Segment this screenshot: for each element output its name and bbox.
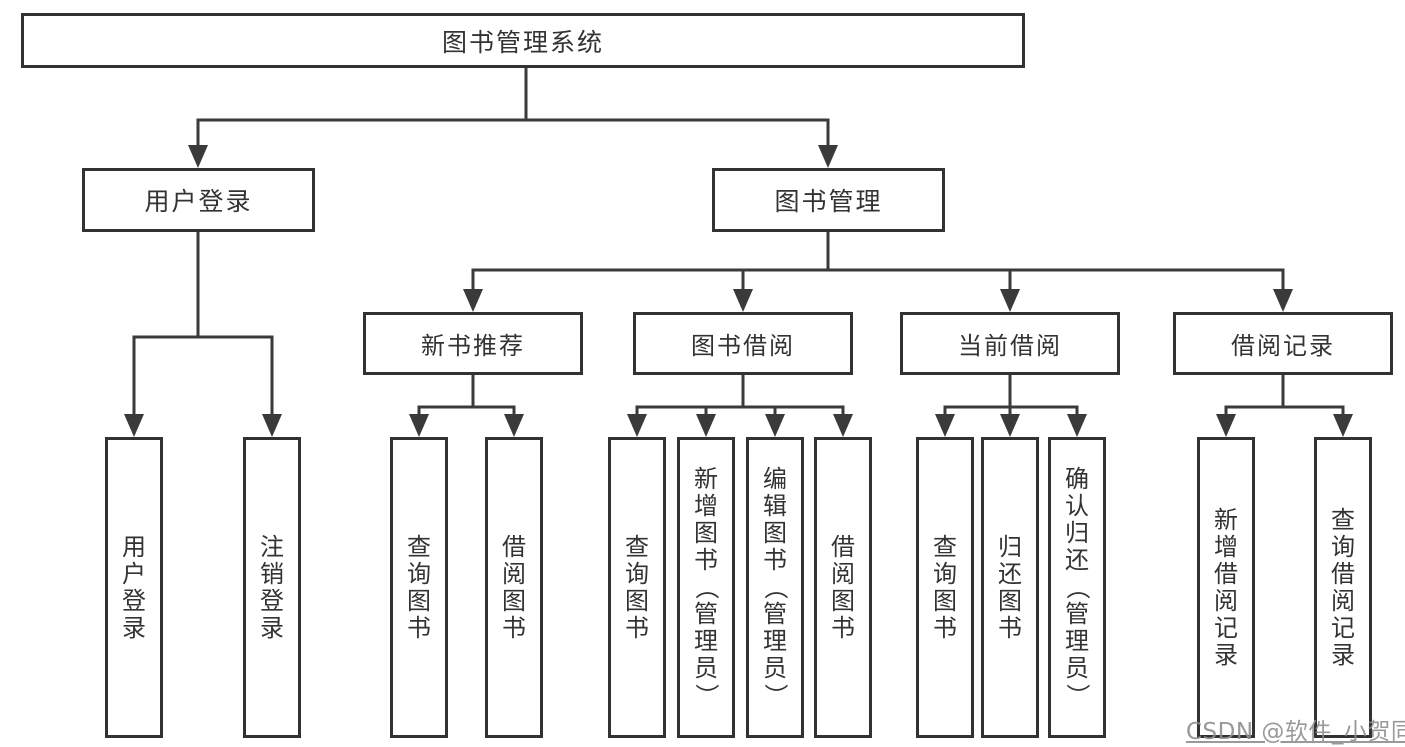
leaf-user-login: 用户登录 [105,437,163,738]
node-label: 借阅图书 [502,532,526,642]
node-library-management-system: 图书管理系统 [21,13,1025,68]
leaf-query-book-recommend: 查询图书 [390,437,448,738]
node-borrowing-records: 借阅记录 [1173,312,1393,375]
leaf-borrow-book-recommend: 借阅图书 [485,437,543,738]
node-book-borrowing: 图书借阅 [633,312,853,375]
node-new-book-recommend: 新书推荐 [363,312,583,375]
node-user-login: 用户登录 [82,168,315,232]
leaf-confirm-return-admin: 确认归还（管理员） [1048,437,1106,738]
leaf-add-borrow-record: 新增借阅记录 [1197,437,1255,738]
node-current-borrowing: 当前借阅 [900,312,1120,375]
node-label: 用户登录 [144,187,253,216]
leaf-logout: 注销登录 [243,437,301,738]
node-label: 编辑图书（管理员） [761,465,790,708]
node-label: 查询图书 [625,532,649,642]
node-label: 查询图书 [407,532,431,642]
node-label: 借阅记录 [1231,332,1335,360]
node-label: 归还图书 [998,532,1022,642]
leaf-query-borrow-record: 查询借阅记录 [1314,437,1372,738]
node-label: 新增图书（管理员） [692,465,721,708]
node-label: 用户登录 [122,532,146,642]
node-label: 查询图书 [933,532,957,642]
leaf-borrow-book: 借阅图书 [814,437,872,738]
node-label: 图书借阅 [691,332,795,360]
node-label: 当前借阅 [958,332,1062,360]
node-label: 新书推荐 [421,332,525,360]
leaf-add-book-admin: 新增图书（管理员） [677,437,735,738]
node-label: 确认归还（管理员） [1063,465,1092,708]
leaf-edit-book-admin: 编辑图书（管理员） [746,437,804,738]
node-label: 注销登录 [260,532,284,642]
node-label: 查询借阅记录 [1331,505,1355,669]
node-label: 借阅图书 [831,532,855,642]
node-label: 图书管理系统 [441,27,604,57]
node-book-management: 图书管理 [712,168,945,232]
leaf-query-book-borrowing: 查询图书 [608,437,666,738]
node-label: 图书管理 [774,187,883,216]
leaf-query-book-current: 查询图书 [916,437,974,738]
watermark: CSDN @软件_小贺同学 [1186,719,1405,745]
node-label: 新增借阅记录 [1214,505,1238,669]
leaf-return-book: 归还图书 [981,437,1039,738]
